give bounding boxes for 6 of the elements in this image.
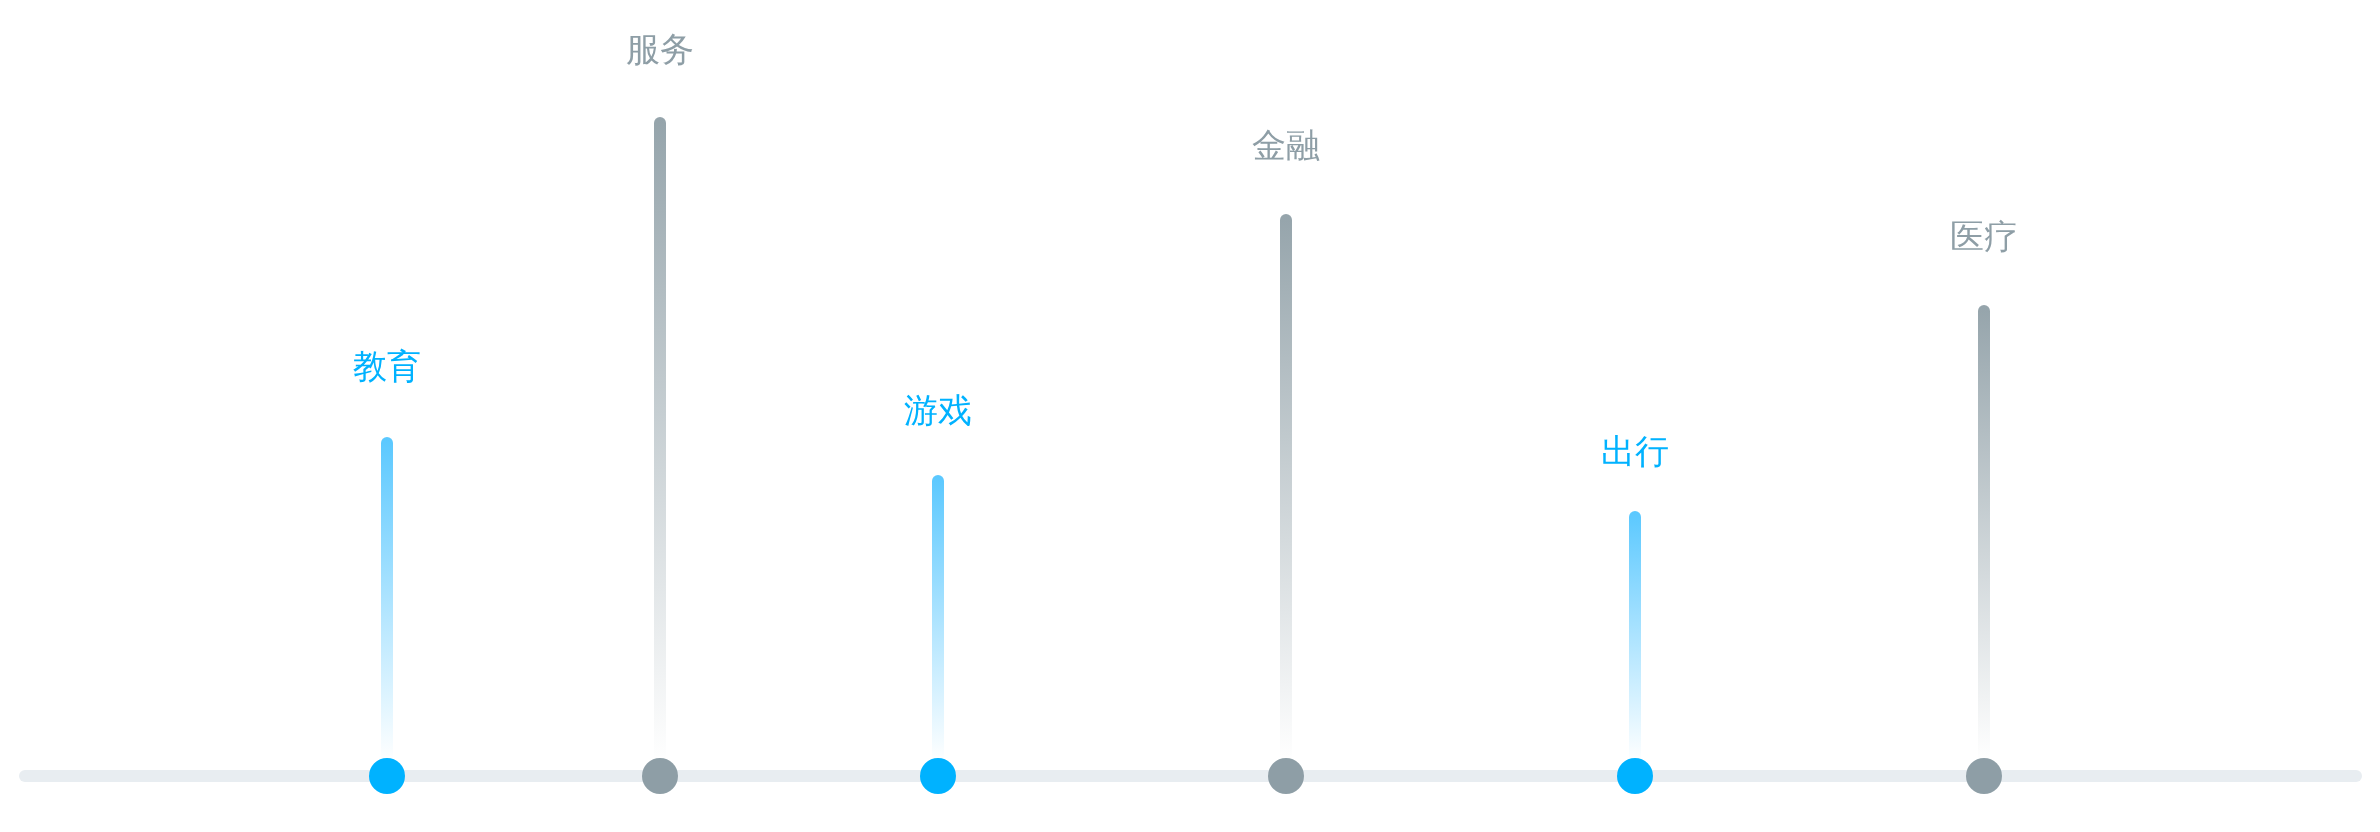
category-label: 出行 [1601, 433, 1669, 471]
category-label: 医疗 [1950, 218, 2018, 256]
category-label: 服务 [626, 31, 694, 69]
category-label: 游戏 [904, 392, 972, 430]
category-label: 教育 [353, 348, 421, 386]
category-label: 金融 [1252, 127, 1320, 165]
